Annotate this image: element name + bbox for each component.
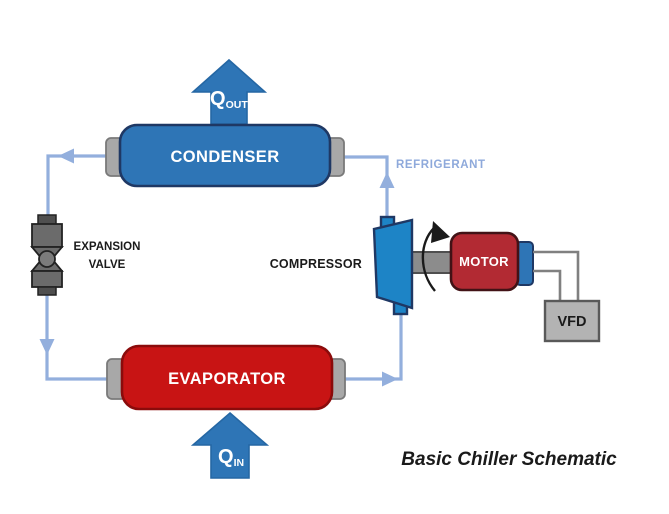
drive-train: COMPRESSOR MOTOR VFD [270, 215, 601, 343]
q-in-arrow: QIN [190, 411, 270, 479]
vfd-wire-lower [533, 269, 562, 301]
refrigerant-label: REFRIGERANT [396, 159, 486, 171]
compressor-label: COMPRESSOR [270, 257, 362, 271]
expansion-valve: EXPANSION VALVE [30, 214, 141, 296]
evaporator-label: EVAPORATOR [168, 370, 286, 388]
pipe-valve-to-evaporator [45, 294, 112, 381]
flow-arrow-right-icon [382, 371, 398, 387]
vfd-label: VFD [558, 314, 587, 330]
flow-arrow-up-icon [379, 172, 395, 188]
schematic-title: Basic Chiller Schematic [401, 449, 617, 470]
motor-body [449, 231, 520, 292]
pipe-evaporator-to-compressor [344, 312, 403, 381]
condenser: CONDENSER [105, 123, 345, 188]
compressor-body [372, 218, 414, 310]
flow-arrow-left-icon [58, 148, 74, 164]
motor-shaft [407, 251, 455, 274]
pipe-condenser-to-valve [46, 154, 112, 216]
flow-arrow-down-icon [39, 339, 55, 355]
expansion-valve-label-line2: VALVE [89, 259, 126, 271]
expansion-valve-label-line1: EXPANSION [74, 241, 141, 253]
pipe-compressor-to-condenser [343, 155, 389, 219]
evaporator-vessel [120, 344, 334, 411]
condenser-vessel [118, 123, 332, 188]
heat-out-arrow-icon [190, 58, 268, 125]
valve-bottom-stub [37, 286, 57, 296]
refrigerant-piping [39, 148, 403, 387]
q-in-label: QIN [218, 446, 244, 469]
condenser-label: CONDENSER [170, 148, 279, 166]
vfd-wire-upper [533, 250, 580, 301]
q-out-arrow: QOUT [190, 58, 268, 125]
q-out-label: QOUT [210, 88, 248, 111]
motor-label: MOTOR [459, 254, 509, 269]
valve-lower-body [31, 270, 63, 288]
heat-in-arrow-icon [190, 411, 270, 479]
valve-ball [38, 250, 56, 268]
evaporator: EVAPORATOR [106, 344, 346, 411]
vfd-box [543, 299, 601, 343]
rotation-arrowhead-icon [431, 221, 450, 243]
valve-upper-body [31, 223, 63, 248]
rotation-arrow-icon [421, 227, 436, 292]
